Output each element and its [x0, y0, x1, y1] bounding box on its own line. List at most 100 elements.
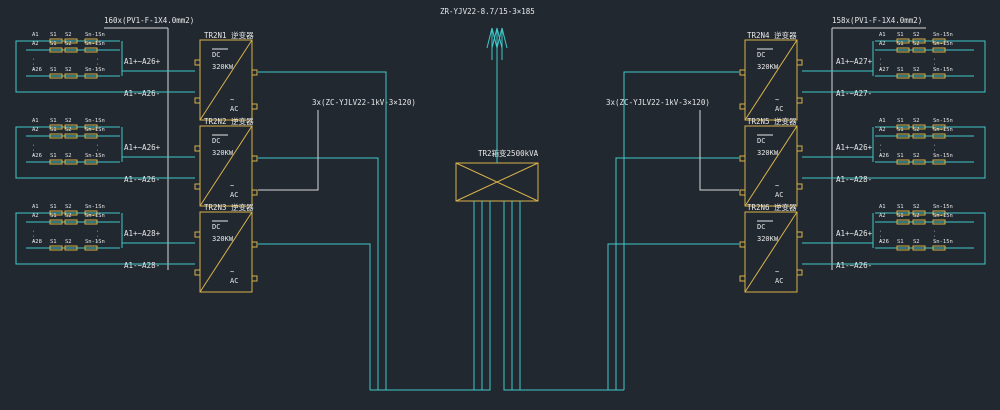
pv-module-label: S1	[897, 204, 904, 210]
inverter-terminal	[194, 269, 201, 276]
trunk-cable-left	[386, 201, 491, 391]
pv-module-label: S1	[897, 153, 904, 159]
string-continuation-dot: ·	[933, 67, 936, 73]
string-minus-label: A1-~A28-	[124, 261, 160, 270]
pv-module-label: S1	[897, 118, 904, 124]
string-row-label: A26	[879, 153, 889, 159]
string-continuation-dot: ·	[933, 229, 936, 235]
pv-module-label: S2	[913, 204, 920, 210]
inverter-ac-symbol: ~	[775, 268, 779, 276]
string-plus-label: A1+~A26+	[124, 57, 161, 66]
pv-module-label: S2	[913, 67, 920, 73]
pv-module	[49, 245, 63, 251]
inverter-dc-label: DC	[212, 137, 220, 145]
transformer-cross	[455, 162, 539, 202]
string-row-label: A26	[879, 239, 889, 245]
string-minus-label: A1-~A28-	[836, 175, 872, 184]
pv-module-label: Sn-1Sn	[85, 239, 105, 245]
inverter-ac-feeder-left	[258, 71, 387, 390]
pv-module-label: S2	[913, 153, 920, 159]
pv-module	[932, 245, 946, 251]
pv-module	[896, 219, 910, 225]
pv-module-label: S1	[897, 67, 904, 73]
pv-module-label: Sn-15n	[933, 239, 953, 245]
inverter-rating: 320KW	[212, 235, 234, 243]
string-return-line	[826, 40, 986, 93]
string-continuation-dot: ·	[879, 67, 882, 73]
string-row-label: A1	[32, 118, 39, 124]
pv-module	[49, 47, 63, 53]
string-continuation-dot: ·	[933, 148, 936, 154]
inverter-terminal	[796, 59, 803, 66]
string-plus-label: A1+~A26+	[836, 229, 873, 238]
string-row-label: A26	[32, 67, 42, 73]
pv-module	[912, 159, 926, 165]
pv-module-label: S2	[913, 118, 920, 124]
pv-module-label: Sn-15n	[933, 213, 953, 219]
string-continuation-dot: ·	[32, 148, 35, 154]
top-cable-label: ZR-YJV22-8.7/15-3×185	[440, 7, 535, 16]
string-row-label: A2	[879, 127, 886, 133]
inverter-ac-label: AC	[230, 277, 238, 285]
inverter-diagonal	[199, 39, 253, 121]
inverter-terminal	[251, 103, 258, 110]
pv-module	[64, 219, 78, 225]
pv-module	[84, 73, 98, 79]
string-continuation-dot: ·	[879, 229, 882, 235]
pv-module-label: Sn-15n	[933, 41, 953, 47]
string-row-label: A27	[879, 67, 889, 73]
pv-module-label: S1	[50, 213, 57, 219]
pv-module	[932, 38, 946, 44]
string-row-label: A2	[32, 127, 39, 133]
string-row-label: A2	[32, 213, 39, 219]
inverter-diagonal	[199, 211, 253, 293]
string-minus-label: A1-~A26-	[124, 89, 160, 98]
inverter-ac-label: AC	[775, 277, 783, 285]
string-return-line	[826, 126, 986, 179]
pv-module-label: S1	[897, 32, 904, 38]
string-plus-label: A1+~A28+	[124, 229, 161, 238]
pv-module	[912, 47, 926, 53]
pv-module	[896, 47, 910, 53]
pv-module	[49, 159, 63, 165]
inverter-terminal	[796, 183, 803, 190]
inverter-name: TR2N4 逆变器	[747, 30, 797, 40]
string-continuation-dot: ·	[96, 148, 99, 154]
inverter-ac-symbol: ~	[230, 268, 234, 276]
pv-module-label: S1	[50, 153, 57, 159]
pv-module	[64, 47, 78, 53]
string-continuation-dot: ·	[96, 67, 99, 73]
inverter-rating: 320KW	[212, 149, 234, 157]
inverter-name: TR2N6 逆变器	[747, 202, 797, 212]
pv-module-label: S1	[50, 32, 57, 38]
pv-module	[912, 133, 926, 139]
pv-module	[896, 124, 910, 130]
inverter-ac-symbol: ~	[230, 96, 234, 104]
inverter-terminal	[796, 97, 803, 104]
inverter-rating: 320KW	[757, 63, 779, 71]
inverter-terminal	[739, 275, 746, 282]
pv-module	[84, 159, 98, 165]
pv-module-label: Sn-15n	[933, 127, 953, 133]
pv-module-label: Sn-15n	[933, 32, 953, 38]
string-row-label: A26	[32, 153, 42, 159]
inverter-rating: 320KW	[757, 235, 779, 243]
pv-module-label: S2	[65, 204, 72, 210]
inverter-box	[199, 125, 253, 207]
string-row-label: A1	[32, 32, 39, 38]
inverter-terminal	[796, 145, 803, 152]
inverter-box	[744, 39, 798, 121]
pv-module-label: S1	[50, 204, 57, 210]
pv-module	[896, 245, 910, 251]
inverter-terminal	[251, 69, 258, 76]
inverter-diagonal	[744, 125, 798, 207]
pv-module	[896, 38, 910, 44]
pv-module-label: Sn-1Sn	[85, 67, 105, 73]
pv-module	[49, 73, 63, 79]
pv-module-label: Sn-1Sn	[85, 153, 105, 159]
pv-module	[896, 73, 910, 79]
string-row-label: A1	[879, 32, 886, 38]
pv-module-label: Sn-1Sn	[85, 118, 105, 124]
pv-module	[49, 38, 63, 44]
string-continuation-dot: ·	[933, 153, 936, 159]
